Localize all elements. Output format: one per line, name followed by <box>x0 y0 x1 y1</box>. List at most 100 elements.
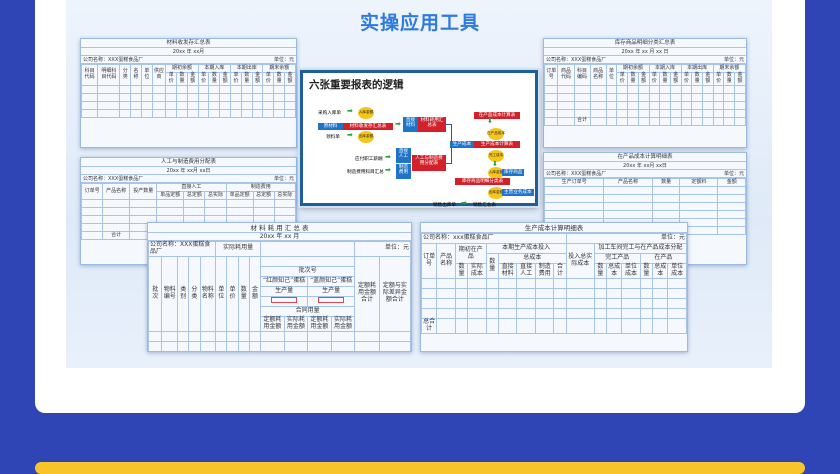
table-cell[interactable] <box>734 108 746 118</box>
table-cell[interactable] <box>485 297 499 309</box>
table-cell[interactable] <box>177 350 190 351</box>
table-cell[interactable] <box>691 92 704 102</box>
table-cell[interactable] <box>454 317 469 334</box>
table-cell[interactable] <box>605 287 623 299</box>
table-cell[interactable] <box>667 297 687 309</box>
table-cell[interactable] <box>679 210 719 219</box>
table-cell[interactable] <box>589 92 607 102</box>
table-cell[interactable] <box>544 108 559 118</box>
table-cell[interactable] <box>421 277 438 289</box>
table-cell[interactable] <box>565 277 595 289</box>
table-cell[interactable] <box>204 199 227 208</box>
table-cell[interactable] <box>215 330 228 342</box>
table-cell[interactable] <box>330 350 356 351</box>
table-cell[interactable] <box>589 84 607 94</box>
table-cell[interactable] <box>691 84 704 94</box>
table-cell[interactable] <box>485 277 499 289</box>
table-cell[interactable] <box>273 108 286 118</box>
table-cell[interactable] <box>161 330 179 342</box>
table-cell[interactable] <box>637 108 650 118</box>
table-cell[interactable] <box>436 287 456 299</box>
table-cell[interactable] <box>273 199 296 208</box>
table-cell[interactable] <box>621 307 641 319</box>
table-cell[interactable] <box>603 202 653 211</box>
table-cell[interactable] <box>467 317 487 334</box>
table-cell[interactable] <box>639 277 654 289</box>
table-cell[interactable] <box>454 297 469 309</box>
table-cell[interactable] <box>81 231 104 240</box>
table-cell[interactable] <box>648 92 661 102</box>
table-cell[interactable] <box>702 100 714 110</box>
table-cell[interactable] <box>251 84 264 94</box>
table-cell[interactable] <box>639 287 654 299</box>
table-cell[interactable] <box>284 92 296 102</box>
table-cell[interactable] <box>605 297 623 309</box>
table-cell[interactable] <box>659 116 671 126</box>
table-cell[interactable] <box>467 277 487 289</box>
table-cell[interactable] <box>573 92 591 102</box>
table-cell[interactable] <box>627 92 639 102</box>
table-cell[interactable] <box>669 92 682 102</box>
table-cell[interactable] <box>102 199 131 208</box>
table-cell[interactable] <box>712 108 725 118</box>
table-cell[interactable] <box>544 116 559 126</box>
table-cell[interactable] <box>151 108 167 118</box>
table-cell[interactable] <box>140 84 153 94</box>
table-cell[interactable] <box>307 340 332 351</box>
table-cell[interactable] <box>262 92 275 102</box>
table-cell[interactable] <box>252 207 275 216</box>
table-cell[interactable] <box>225 207 254 216</box>
table-cell[interactable] <box>176 92 188 102</box>
table-cell[interactable] <box>226 350 239 351</box>
table-cell[interactable] <box>215 340 228 351</box>
table-cell[interactable] <box>130 100 142 110</box>
table-cell[interactable] <box>436 297 456 309</box>
table-cell[interactable] <box>717 210 746 219</box>
table-cell[interactable] <box>667 317 687 334</box>
table-cell[interactable] <box>188 330 201 342</box>
table-cell[interactable] <box>119 108 132 118</box>
table-cell[interactable] <box>544 210 605 219</box>
table-cell[interactable] <box>140 92 153 102</box>
table-cell[interactable] <box>186 84 199 94</box>
table-cell[interactable] <box>544 92 559 102</box>
table-cell[interactable] <box>534 287 555 299</box>
table-cell[interactable] <box>148 350 163 351</box>
table-cell[interactable] <box>717 202 746 211</box>
table-cell[interactable] <box>553 307 567 319</box>
table-cell[interactable] <box>81 108 99 118</box>
table-cell[interactable] <box>717 186 746 195</box>
table-cell[interactable] <box>544 186 605 195</box>
table-cell[interactable] <box>151 100 167 110</box>
table-cell[interactable] <box>659 84 671 94</box>
table-cell[interactable] <box>593 317 607 334</box>
table-cell[interactable] <box>97 100 121 110</box>
table-cell[interactable] <box>151 92 167 102</box>
table-cell[interactable] <box>639 307 654 319</box>
table-cell[interactable] <box>712 116 725 126</box>
table-cell[interactable] <box>667 287 687 299</box>
table-cell[interactable] <box>436 317 456 334</box>
table-cell[interactable] <box>97 108 121 118</box>
table-cell[interactable] <box>621 317 641 334</box>
table-cell[interactable] <box>651 194 681 203</box>
table-cell[interactable] <box>248 340 262 351</box>
table-cell[interactable] <box>102 215 131 224</box>
table-cell[interactable] <box>230 92 242 102</box>
table-cell[interactable] <box>354 330 380 342</box>
table-cell[interactable] <box>226 340 239 351</box>
table-cell[interactable] <box>119 84 132 94</box>
table-cell[interactable] <box>273 100 286 110</box>
table-cell[interactable] <box>148 330 163 342</box>
table-cell[interactable] <box>378 350 411 351</box>
table-cell[interactable] <box>485 287 499 299</box>
table-cell[interactable] <box>219 84 232 94</box>
table-cell[interactable] <box>208 100 221 110</box>
table-cell[interactable] <box>605 116 618 126</box>
table-cell[interactable] <box>679 194 719 203</box>
table-cell[interactable] <box>252 199 275 208</box>
table-cell[interactable] <box>165 84 178 94</box>
table-cell[interactable] <box>723 108 736 118</box>
table-cell[interactable] <box>621 277 641 289</box>
table-cell[interactable] <box>616 92 629 102</box>
